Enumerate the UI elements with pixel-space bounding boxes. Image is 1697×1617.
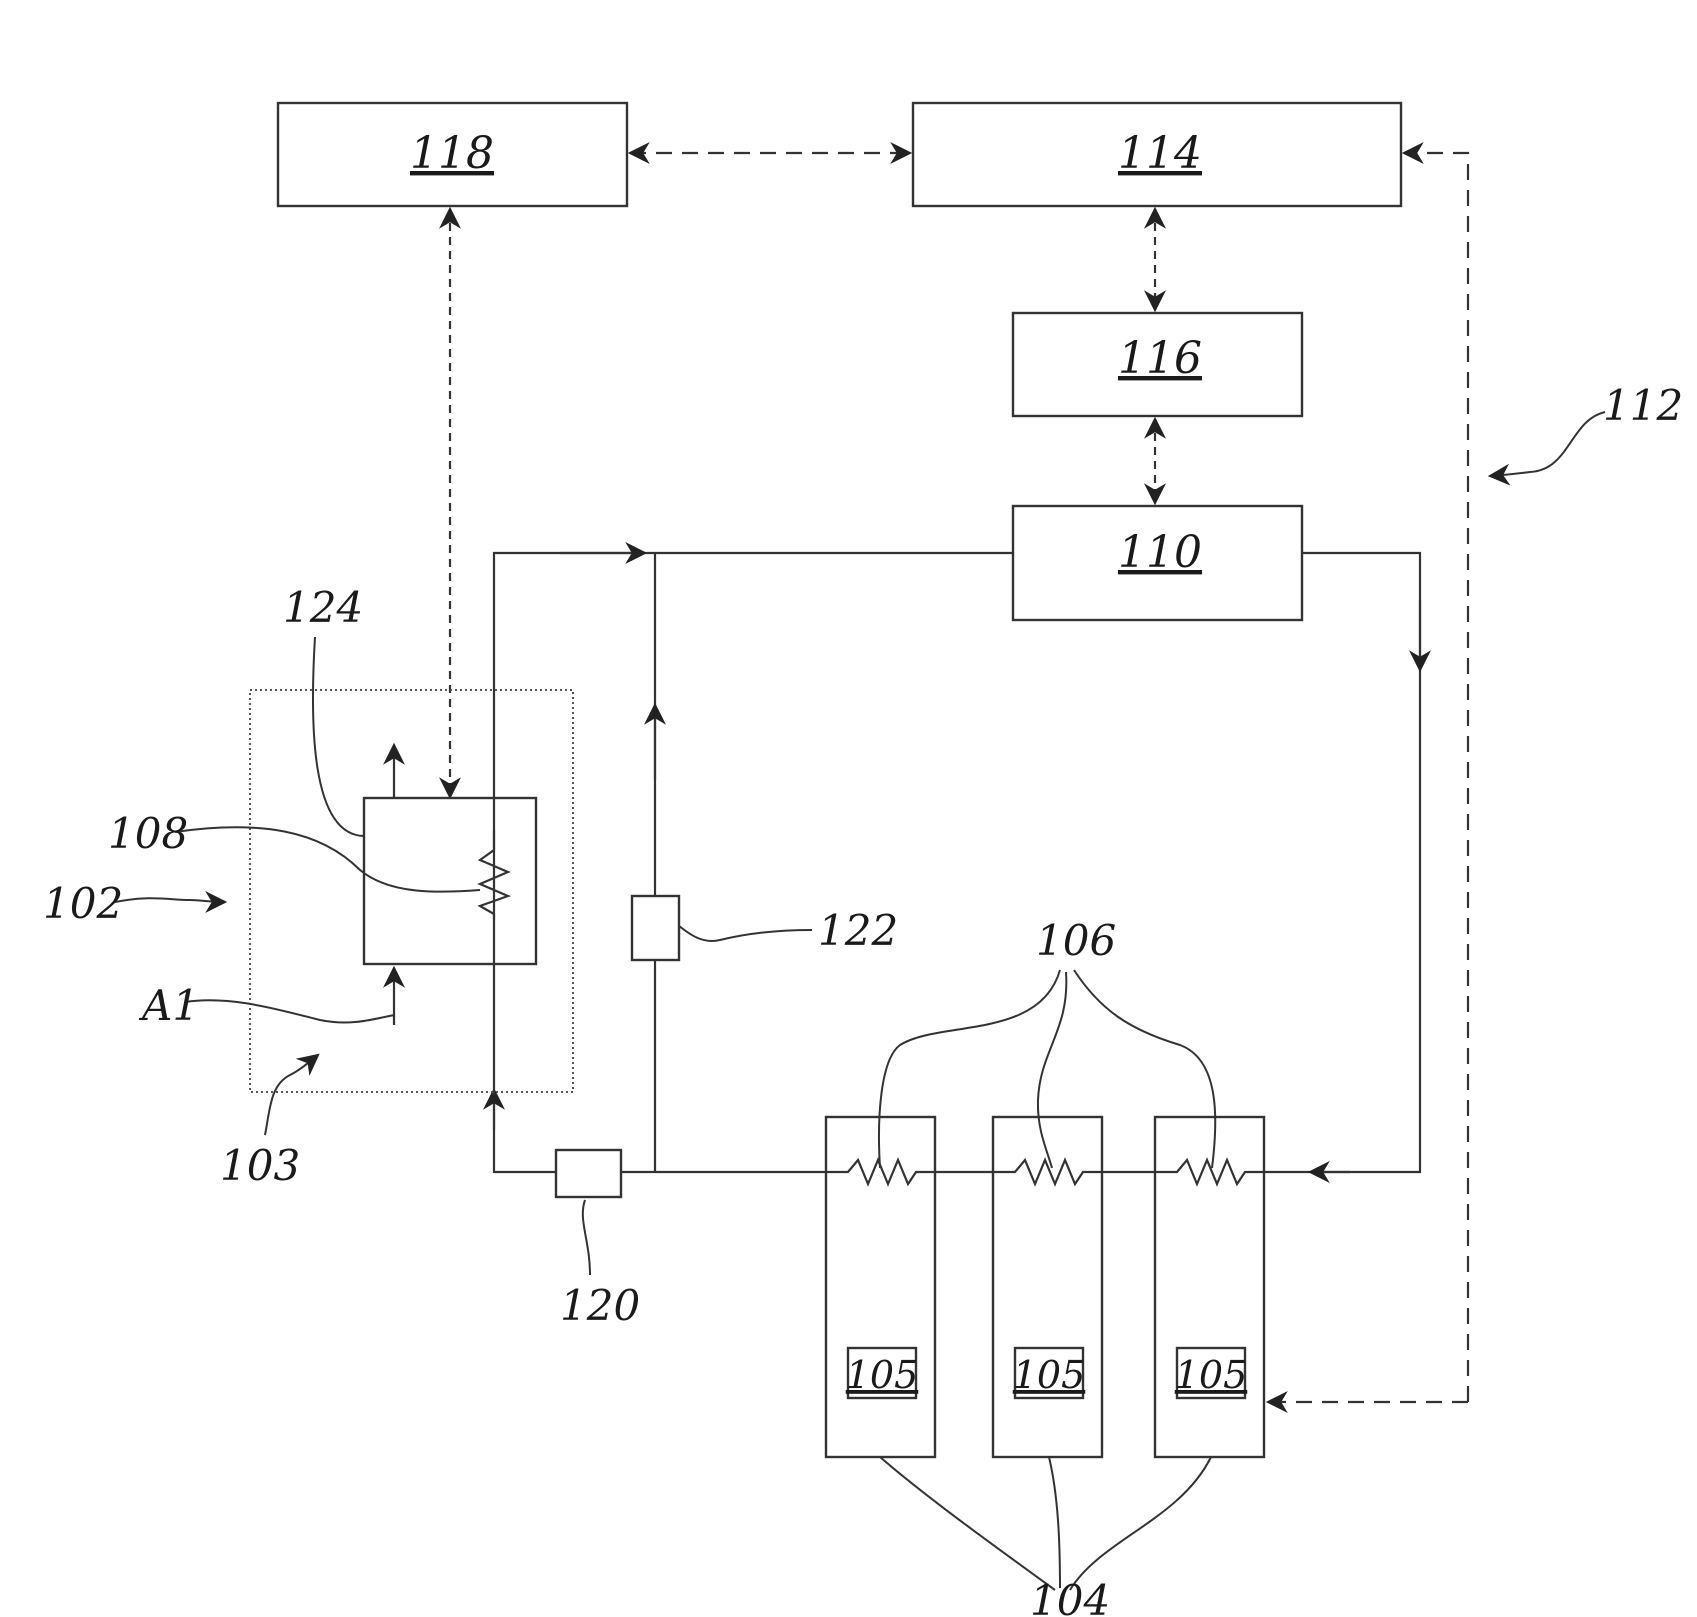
leader-102 <box>115 898 225 902</box>
ref-112: 112 <box>1603 381 1683 430</box>
ref-122: 122 <box>818 906 898 955</box>
ref-108: 108 <box>108 809 188 858</box>
cell-label-2: 105 <box>1013 1353 1086 1397</box>
leader-108 <box>175 827 480 891</box>
box-114-label: 114 <box>1118 128 1202 179</box>
cell-label-3: 105 <box>1175 1353 1248 1397</box>
ref-104: 104 <box>1030 1576 1110 1617</box>
cell-label-1: 105 <box>846 1353 919 1397</box>
ref-124: 124 <box>283 583 363 632</box>
leader-120 <box>583 1200 590 1275</box>
component-120 <box>556 1150 621 1197</box>
leader-104-c <box>1070 1457 1211 1590</box>
leader-122 <box>679 926 812 941</box>
ref-120: 120 <box>560 1281 640 1330</box>
heat-exchanger-box <box>364 798 536 964</box>
leader-103 <box>265 1055 318 1135</box>
box-116: 116 <box>1013 313 1302 416</box>
leader-124 <box>313 637 364 836</box>
box-118: 118 <box>278 103 627 206</box>
ref-103: 103 <box>220 1141 300 1190</box>
leader-104-a <box>880 1457 1055 1590</box>
box-110-label: 110 <box>1118 527 1202 578</box>
ref-102: 102 <box>43 879 123 928</box>
ref-106: 106 <box>1036 916 1116 965</box>
leader-A1 <box>185 1000 394 1022</box>
box-118-label: 118 <box>410 128 494 179</box>
pipe-right <box>1262 553 1420 1172</box>
leader-104-b <box>1049 1457 1060 1588</box>
ref-A1: A1 <box>138 981 199 1030</box>
box-110: 110 <box>1013 506 1302 620</box>
enclosure-103 <box>250 690 573 1092</box>
box-116-label: 116 <box>1118 333 1202 384</box>
box-114: 114 <box>913 103 1401 206</box>
pipe-top <box>494 553 1013 920</box>
signal-loop-112 <box>1404 153 1468 1402</box>
leader-112 <box>1490 412 1605 476</box>
component-122 <box>632 896 679 960</box>
